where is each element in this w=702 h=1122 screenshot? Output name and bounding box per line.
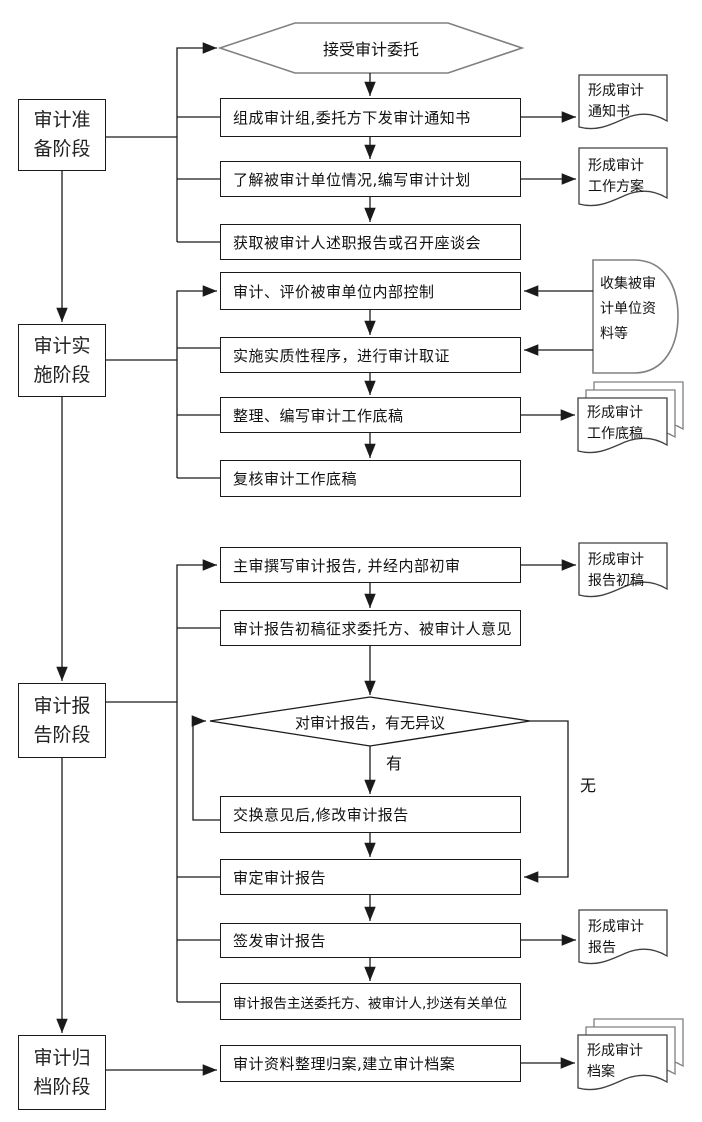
document-workpapers-label: 形成审计 工作底稿 xyxy=(587,405,643,442)
data-store-label: 收集被审 计单位资 料等 xyxy=(600,276,656,342)
document-workpapers-shape xyxy=(577,397,668,454)
data-store-shape xyxy=(592,259,679,374)
step-obtain-report-or-meeting: 获取被审计人述职报告或召开座谈会 xyxy=(220,224,521,260)
document-notice-label: 形成审计 通知书 xyxy=(588,83,644,120)
document-report-shape xyxy=(578,909,668,965)
document-notice-shape xyxy=(578,74,668,130)
stage-box-archiving: 审计归 档阶段 xyxy=(18,1035,106,1110)
document-workplan-label: 形成审计 工作方案 xyxy=(588,158,644,195)
stage-box-implementation: 审计实 施阶段 xyxy=(18,324,106,397)
start-hexagon xyxy=(217,22,525,74)
decision-no-label: 无 xyxy=(580,776,597,795)
stage-box-preparation: 审计准 备阶段 xyxy=(18,99,106,171)
stage-box-reporting: 审计报 告阶段 xyxy=(18,683,106,758)
document-archive-shape xyxy=(577,1034,668,1091)
impl-spine-arrow xyxy=(176,285,217,478)
step-revise-report: 交换意见后,修改审计报告 xyxy=(220,796,521,833)
start-label: 接受审计委托 xyxy=(322,40,419,59)
decision-no-arrow xyxy=(524,720,569,883)
step-form-audit-team: 组成审计组,委托方下发审计通知书 xyxy=(220,98,521,137)
step-review-workpapers: 复核审计工作底稿 xyxy=(220,460,521,497)
step-solicit-opinions: 审计报告初稿征求委托方、被审计人意见 xyxy=(220,610,521,646)
step-issue-report: 签发审计报告 xyxy=(220,923,521,958)
decision-label: 对审计报告，有无异议 xyxy=(294,713,445,732)
document-workplan-shape xyxy=(578,147,668,207)
step-distribute-report: 审计报告主送委托方、被审计人,抄送有关单位 xyxy=(220,983,521,1020)
document-draftreport-shape xyxy=(578,542,668,598)
step-prepare-workpapers: 整理、编写审计工作底稿 xyxy=(220,397,521,433)
document-archive-label: 形成审计 档案 xyxy=(587,1043,643,1080)
step-substantive-procedures: 实施实质性程序，进行审计取证 xyxy=(220,337,521,373)
decision-yes-label: 有 xyxy=(386,754,403,773)
step-finalize-report: 审定审计报告 xyxy=(220,859,521,895)
step-evaluate-internal-control: 审计、评价被审单位内部控制 xyxy=(220,272,521,310)
step-draft-report: 主审撰写审计报告, 并经内部初审 xyxy=(220,547,521,583)
report-spine-arrow xyxy=(176,559,217,1002)
step-build-archive: 审计资料整理归案,建立审计档案 xyxy=(220,1045,521,1082)
revision-loop-arrow xyxy=(191,715,220,821)
document-report-label: 形成审计 报告 xyxy=(588,919,644,956)
step-understand-auditee: 了解被审计单位情况,编写审计计划 xyxy=(220,161,521,197)
document-draftreport-label: 形成审计 报告初稿 xyxy=(588,552,644,589)
prep-spine-arrow xyxy=(176,42,217,242)
